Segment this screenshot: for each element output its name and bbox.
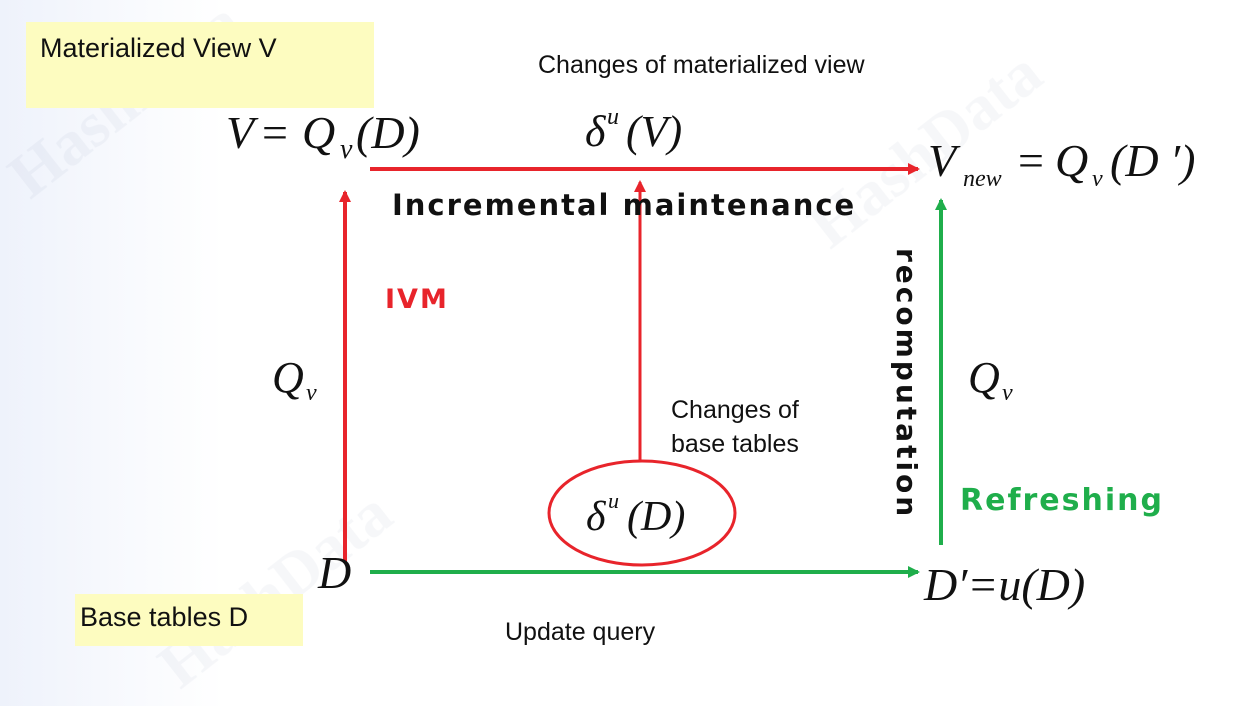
- delta-symbol: δ: [585, 107, 607, 156]
- q-subscript: v: [340, 134, 353, 165]
- delta-d-argument: (D): [627, 494, 685, 540]
- dprime-formula: D′=u(D): [923, 559, 1085, 610]
- delta-superscript: u: [607, 104, 619, 130]
- incremental-maintenance-label: Incremental maintenance: [392, 188, 856, 222]
- ivm-label: IVM: [385, 284, 449, 315]
- materialized-view-highlight: [26, 22, 374, 108]
- vnew-q-symbol: Q: [1055, 135, 1088, 186]
- equals-symbol: =: [262, 107, 288, 158]
- changes-of-base-line2: base tables: [671, 430, 799, 458]
- v-argument: (V): [626, 107, 682, 156]
- refreshing-label: Refreshing: [960, 483, 1164, 518]
- d-symbol: D: [317, 547, 351, 598]
- vnew-q-subscript: v: [1092, 166, 1103, 192]
- qv-left-q: Q: [272, 353, 304, 402]
- qv-left-subscript: v: [306, 380, 317, 406]
- d-argument: (D): [356, 107, 420, 158]
- qv-right-subscript: v: [1002, 380, 1013, 406]
- qv-left-formula: Q v: [272, 353, 317, 406]
- materialized-view-label: Materialized View V: [40, 33, 277, 63]
- qv-right-q: Q: [968, 353, 1000, 402]
- svg-text:HashData: HashData: [145, 477, 404, 702]
- update-query-label: Update query: [505, 618, 656, 646]
- delta-d-formula: δ u (D): [586, 488, 685, 540]
- delta-d-ellipse: [547, 459, 737, 567]
- delta-d-superscript: u: [608, 488, 619, 513]
- view-formula: V = Q v (D): [226, 107, 420, 165]
- changes-of-view-label: Changes of materialized view: [538, 51, 865, 79]
- changes-of-base-line1: Changes of: [671, 396, 799, 424]
- qv-right-formula: Q v: [968, 353, 1013, 406]
- recomputation-label: recomputation: [890, 248, 923, 519]
- base-tables-highlight: [75, 594, 303, 646]
- vnew-equals: =: [1018, 135, 1044, 186]
- base-tables-label: Base tables D: [80, 602, 248, 632]
- delta-d-symbol: δ: [586, 494, 607, 540]
- dprime-argument: (D ′): [1110, 135, 1195, 186]
- delta-v-formula: δ u (V): [585, 104, 682, 156]
- vnew-subscript: new: [963, 166, 1002, 192]
- vnew-symbol: V: [928, 135, 961, 186]
- v-symbol: V: [226, 107, 259, 158]
- q-symbol: Q: [302, 107, 335, 158]
- vnew-formula: V new = Q v (D ′): [928, 135, 1195, 192]
